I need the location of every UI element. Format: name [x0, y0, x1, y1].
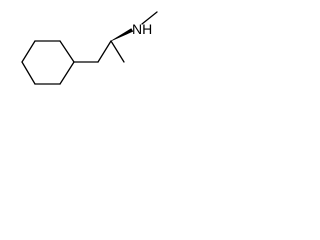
ring-bond-4: [21, 61, 36, 85]
n-methyl-bond: [141, 11, 158, 25]
molecule-structure-diagram: NH: [21, 11, 158, 85]
ring-bond-3: [21, 40, 36, 63]
chiral-to-methyl-bond: [110, 40, 125, 63]
cyclohexane-ring: [21, 40, 75, 85]
ring-bond-1: [59, 40, 75, 63]
methylene-to-chiral-bond: [97, 40, 112, 63]
ring-bond-6: [59, 61, 75, 85]
stereo-wedge-bond: [110, 28, 134, 42]
nitrogen-atom-label: NH: [132, 21, 152, 37]
